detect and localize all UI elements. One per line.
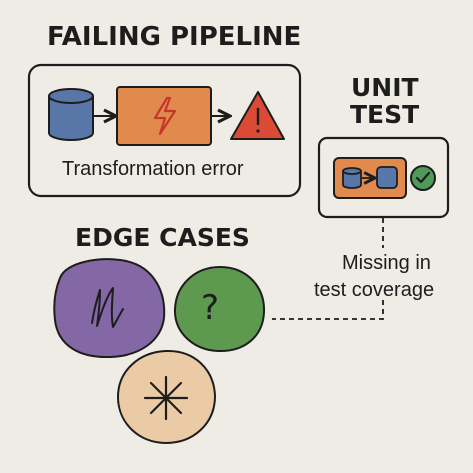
- squiggle-blob: [53, 258, 166, 359]
- unit-test-database-icon: [342, 167, 362, 189]
- question-mark-icon: ?: [201, 288, 220, 328]
- warning-triangle-icon: [230, 91, 285, 140]
- unit-test-frame: [317, 136, 450, 219]
- question-blob: [173, 265, 266, 353]
- transform-step-box: [116, 86, 212, 146]
- unit-test-title-line1: UNIT: [351, 73, 419, 102]
- edge-cases-title: EDGE CASES: [75, 223, 250, 252]
- squiggle-icon: [91, 287, 124, 328]
- failing-pipeline-title: FAILING PIPELINE: [47, 22, 302, 52]
- database-icon: [48, 88, 94, 141]
- failing-pipeline-frame: [27, 63, 302, 198]
- lightning-bolt-icon: [153, 96, 177, 136]
- coverage-note-line1: Missing in: [342, 252, 431, 274]
- node-icon: [376, 166, 398, 189]
- asterisk-icon: [143, 375, 189, 421]
- coverage-note-line2: test coverage: [314, 279, 435, 301]
- unit-test-title-line2: TEST: [350, 100, 420, 129]
- coverage-dashed-connector: [272, 218, 384, 320]
- transformation-error-caption: Transformation error: [62, 158, 244, 180]
- check-circle-icon: [410, 165, 436, 191]
